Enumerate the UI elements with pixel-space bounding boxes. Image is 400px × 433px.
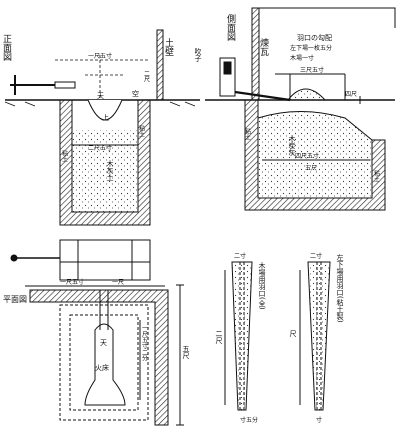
tuyere-right-dim-bottom: 寸 [316,416,322,424]
plan-dim-right-label: 五尺 [182,345,190,360]
side-title: 側面図 [225,13,236,42]
plan-dim-top2-label: 一尺 [112,279,124,286]
plan-dim-right [176,284,184,426]
tuyere-right-dim-top: 二寸 [310,252,322,260]
plan-inner-dashed [59,304,149,421]
tuyere-right-dim-side: 尺 [289,330,297,338]
side-note-title: 羽口の勾配 [297,33,332,42]
tuyere-left [224,261,253,411]
plan-inner-dashed-2 [69,314,139,411]
plan-hearth [84,323,126,406]
front-inner-label: 天 [97,92,104,100]
side-dim-slope-label: 三尺五寸 [300,66,324,74]
front-hearth-label: 上 [102,113,109,122]
side-side-label: 粘土 [244,127,251,140]
tuyere-right [299,261,331,411]
side-note-line2: 木場一寸 [290,54,314,62]
front-view [4,29,200,226]
side-wall-top [259,7,396,28]
plan-handle-knob [10,254,18,262]
plan-view-labels: 平面図 一尺五寸 一尺 五尺 天 火床 一尺五寸二分 [3,278,190,372]
side-width-sub: 五尺 [305,165,317,172]
tuyere-left-title: 木場用羽口(全) [258,261,266,310]
side-width-label: 四尺五寸 [295,152,319,160]
side-fill-label: 木炭灰 [288,134,296,157]
side-right-side: 粘土 [373,169,380,182]
plan-tuyere [99,290,109,330]
plan-bellows [59,239,151,281]
front-title: 正面図 [1,34,12,62]
plan-bellows-lines [60,240,150,280]
tuyere-left-dim-side: 二尺 [215,330,223,345]
side-note-line1: 左下場一枚五分 [290,44,332,52]
front-bottom-label: 粘土 [61,149,68,162]
side-dim-small [330,96,385,104]
front-wall-label: 土壁 [163,37,174,56]
front-fill-label: 木灰土 [106,159,114,181]
front-view-labels: 正面図 土壁 一尺五寸 二尺 天 空 上 粘土 二尺五寸 木灰土 粘土 [1,34,174,181]
side-fire-mound [287,88,326,101]
side-bellows [219,57,236,97]
tuyere-labels: 木場用羽口(全) 二寸 二尺 寸五分 左下場用羽口(粘土製) 二寸 尺 寸 [215,252,344,424]
front-dim-right: 二尺 [143,70,150,83]
front-fill [72,130,138,212]
front-dim-top: 一尺五寸 [88,52,112,60]
front-cavity-label: 空 [132,89,139,98]
side-tuyere [234,90,291,102]
front-dashed [55,55,150,100]
plan-outer-wall [29,289,169,426]
tuyere-left-dim-bottom: 寸五分 [240,416,258,424]
tuyere-right-shape [307,261,331,411]
side-bellows-label: 吹子 [194,47,202,62]
tuyere-left-shape [231,261,253,411]
side-dim-slope [275,73,346,100]
side-view [205,7,396,211]
front-ground-hatch [4,101,196,107]
side-bellows-detail [223,61,232,75]
plan-view [10,239,184,426]
side-view-labels: 側面図 煉瓦 羽口の勾配 左下場一枚五分 木場一寸 吹子 三尺五寸 四尺 木炭灰… [194,13,380,182]
side-wall-label: 煉瓦 [258,38,269,57]
side-dim-small-label: 四尺 [345,91,357,98]
side-fill [257,111,373,199]
front-tuyere [54,81,76,89]
plan-dim-inner-label: 一尺五寸二分 [141,325,148,362]
front-side-label: 粘土 [138,124,145,137]
plan-title: 平面図 [3,295,27,304]
tuyere-left-dim-top: 二寸 [234,252,246,260]
front-bowl [87,99,123,121]
tuyere-right-title: 左下場用羽口(粘土製) [336,253,344,323]
front-width-label: 二尺五寸 [88,144,112,152]
plan-inner-label: 天 [100,339,107,347]
plan-dim-top-label: 一尺五寸 [60,278,84,286]
plan-hearth-label: 火床 [95,363,109,372]
